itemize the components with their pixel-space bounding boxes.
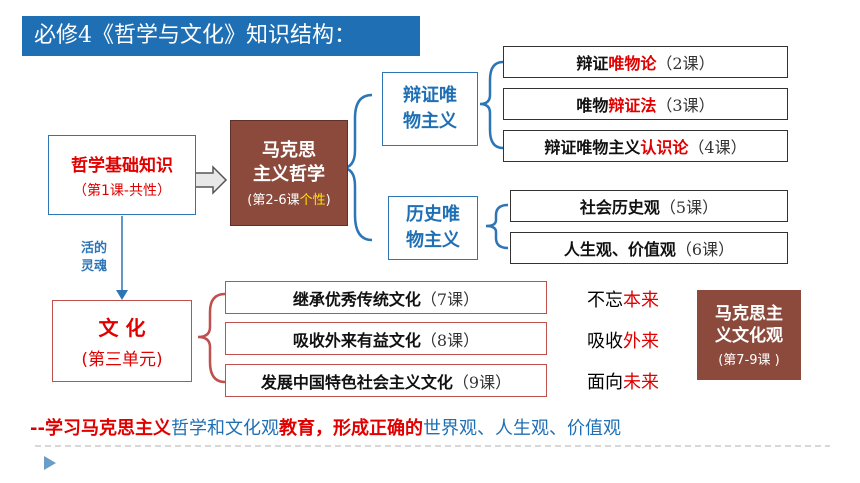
culture-line2: (第三单元) [81, 350, 163, 370]
arrow-right [193, 165, 228, 195]
footer-statement: --学习马克思主义哲学和文化观教育，形成正确的世界观、人生观、价值观 [30, 418, 621, 439]
historical-materialism-box: 历史唯 物主义 [388, 196, 478, 260]
historical-line1: 历史唯 [406, 204, 460, 225]
marx-culture-sub: (第7-9课 ) [718, 352, 780, 368]
historical-line2: 物主义 [406, 230, 460, 251]
list-item: 人生观、价值观（6课） [510, 232, 788, 264]
arrow-down [116, 290, 128, 300]
culture-box: 文 化 (第三单元) [52, 300, 192, 382]
brace-culture [197, 292, 226, 384]
marx-sub-highlight: 个性 [299, 192, 326, 208]
dialectical-line2: 物主义 [403, 111, 457, 132]
basics-box: 哲学基础知识 （第1课-共性） [48, 135, 196, 215]
list-item: 社会历史观（5课） [510, 190, 788, 222]
marx-line2: 主义哲学 [253, 163, 325, 185]
basics-sub: （第1课-共性） [73, 182, 171, 199]
play-icon [44, 456, 56, 470]
list-item: 辩证唯物主义认识论（4课） [503, 130, 788, 162]
dialectical-materialism-box: 辩证唯 物主义 [382, 72, 478, 146]
basics-main: 基础知识 [105, 155, 173, 176]
dialectical-line1: 辩证唯 [403, 85, 457, 106]
side-label: 吸收外来 [587, 331, 659, 352]
page-title: 必修4《哲学与文化》知识结构： [22, 16, 420, 56]
culture-item: 发展中国特色社会主义文化（9课） [225, 364, 547, 397]
list-item: 唯物辩证法（3课） [503, 88, 788, 120]
brace-dialectical [479, 60, 504, 150]
marx-sub-pre: (第2-6课 [247, 192, 300, 208]
side-label: 不忘本来 [587, 290, 659, 311]
culture-item: 继承优秀传统文化（7课） [225, 281, 547, 314]
side-label: 面向未来 [587, 372, 659, 393]
brace-historical [485, 203, 509, 250]
basics-pre: 哲学 [71, 155, 105, 176]
culture-item: 吸收外来有益文化（8课） [225, 322, 547, 355]
soul-line2: 灵魂 [80, 259, 107, 274]
marx-philosophy-box: 马克思 主义哲学 (第2-6课个性) [230, 120, 348, 226]
marx-sub-post: ) [325, 192, 331, 208]
marx-culture-box: 马克思主 义文化观 (第7-9课 ) [697, 290, 801, 380]
marx-culture-line1: 马克思主 [715, 303, 783, 324]
marx-culture-line2: 义文化观 [715, 325, 783, 346]
list-item: 辩证唯物论（2课） [503, 46, 788, 78]
marx-line1: 马克思 [262, 139, 316, 161]
soul-line1: 活的 [80, 241, 107, 256]
culture-line1: 文 化 [98, 316, 146, 340]
soul-label: 活的 灵魂 [74, 240, 114, 276]
